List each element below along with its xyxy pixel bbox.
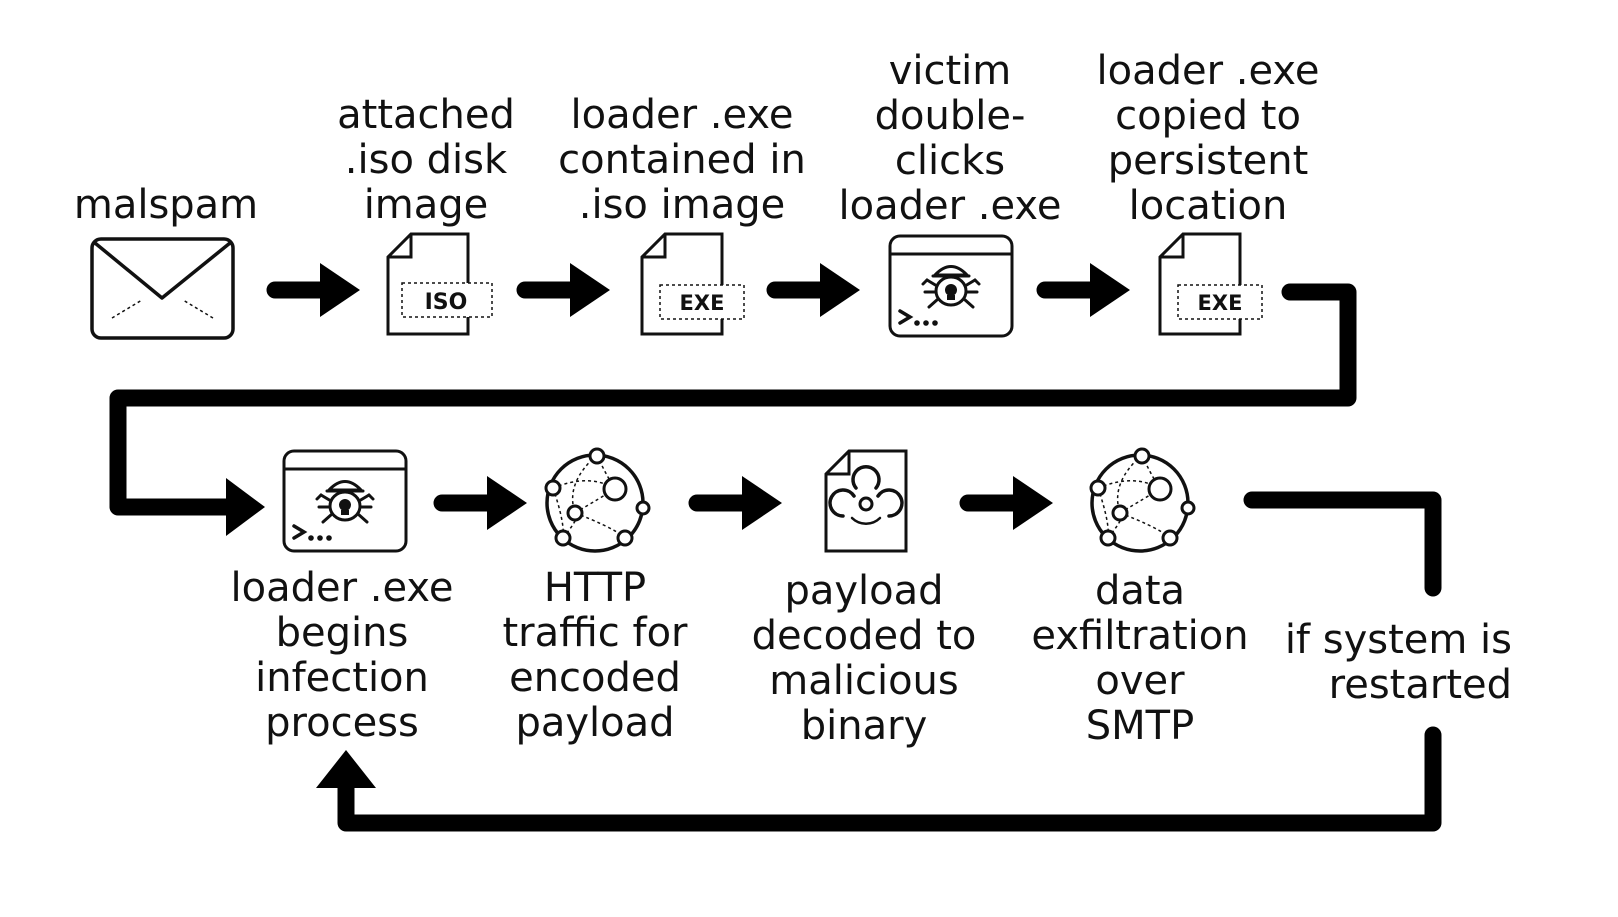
connector-restart-loop [337,726,1442,832]
label-line: process [265,700,419,746]
arrowhead-loop-up [316,750,376,788]
step-infection-label: loader .exe begins infection process [231,566,454,746]
label-line: malicious [769,658,959,704]
arrow-5 [442,476,527,530]
arrow-6 [697,476,782,530]
label-line: loader .exe [1096,48,1320,94]
label-line: persistent [1107,138,1309,184]
network-globe-icon [1089,447,1196,553]
step-contained-label: loader .exe contained in .iso image [558,93,806,228]
arrow-7 [968,476,1053,530]
arrow-1 [275,263,360,317]
label-line: HTTP [543,565,647,611]
malware-window-icon [282,449,408,553]
label-line: begins [275,610,409,656]
label-line: double- [874,93,1026,139]
exe-file-label: EXE [1198,291,1243,315]
label-line: image [363,182,489,228]
label-line: payload [515,700,675,746]
label-line: copied to [1115,93,1301,139]
iso-file-label: ISO [425,290,468,315]
label-line: data [1094,568,1186,614]
step-copied-label: loader .exe copied to persistent locatio… [1097,49,1320,229]
step-iso-label: attached .iso disk image [337,93,515,228]
label-line: .iso image [578,182,786,228]
label-line: loader .exe [230,565,454,611]
label-line: .iso disk [344,137,508,183]
label-line: loader .exe [570,92,794,138]
malware-window-icon [888,234,1014,338]
step-http-label: HTTP traffic for encoded payload [502,566,687,746]
label-line: contained in [558,137,806,183]
label-line: SMTP [1085,703,1195,749]
step-malspam-label: malspam [74,183,258,228]
step-exfil-label: data exfiltration over SMTP [1031,569,1248,749]
label-line: if system is [1284,617,1512,663]
label-line: decoded to [751,613,977,659]
label-line: malspam [73,182,259,228]
arrowhead-to-infection [226,478,265,536]
network-globe-icon [544,447,651,553]
exe-file-label: EXE [680,291,725,315]
envelope-icon [90,237,235,340]
biohazard-file-icon [824,449,908,553]
iso-file-icon: ISO [386,232,493,336]
label-line: binary [800,703,928,749]
arrow-4 [1045,263,1130,317]
connector-row1-to-row2 [109,283,1357,516]
label-line: infection [255,655,429,701]
arrow-3 [775,263,860,317]
label-line: attached [337,92,515,138]
label-line: payload [784,568,944,614]
label-line: exfiltration [1031,613,1249,659]
label-line: traffic for [502,610,688,656]
step-doubleclick-label: victim double- clicks loader .exe [839,49,1062,229]
exe-file-icon: EXE [1158,232,1263,336]
label-line: restarted [1328,662,1512,708]
step-decoded-label: payload decoded to malicious binary [752,569,977,749]
label-line: clicks [894,138,1006,184]
exe-file-icon: EXE [640,232,745,336]
connector-to-restart [1243,491,1442,597]
label-line: victim [888,48,1012,94]
label-line: loader .exe [838,183,1062,229]
label-line: location [1128,183,1288,229]
arrow-2 [525,263,610,317]
label-line: encoded [509,655,681,701]
restart-condition-label: if system is restarted [1285,618,1512,708]
label-line: over [1095,658,1185,704]
